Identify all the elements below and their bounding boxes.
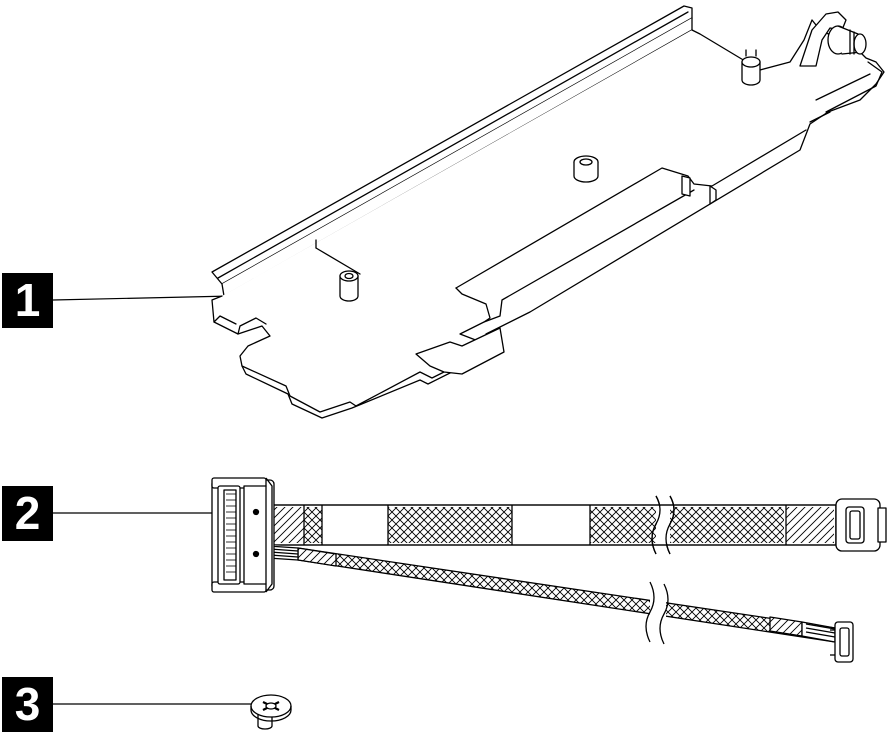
m2-cable-assembly [211, 477, 887, 663]
callout-2: 2 [2, 486, 53, 541]
callout-1: 1 [2, 273, 53, 328]
m2-tray-bracket [211, 5, 885, 419]
callout-3: 3 [2, 677, 53, 732]
screw [250, 694, 292, 730]
leader-line-1 [52, 295, 233, 301]
